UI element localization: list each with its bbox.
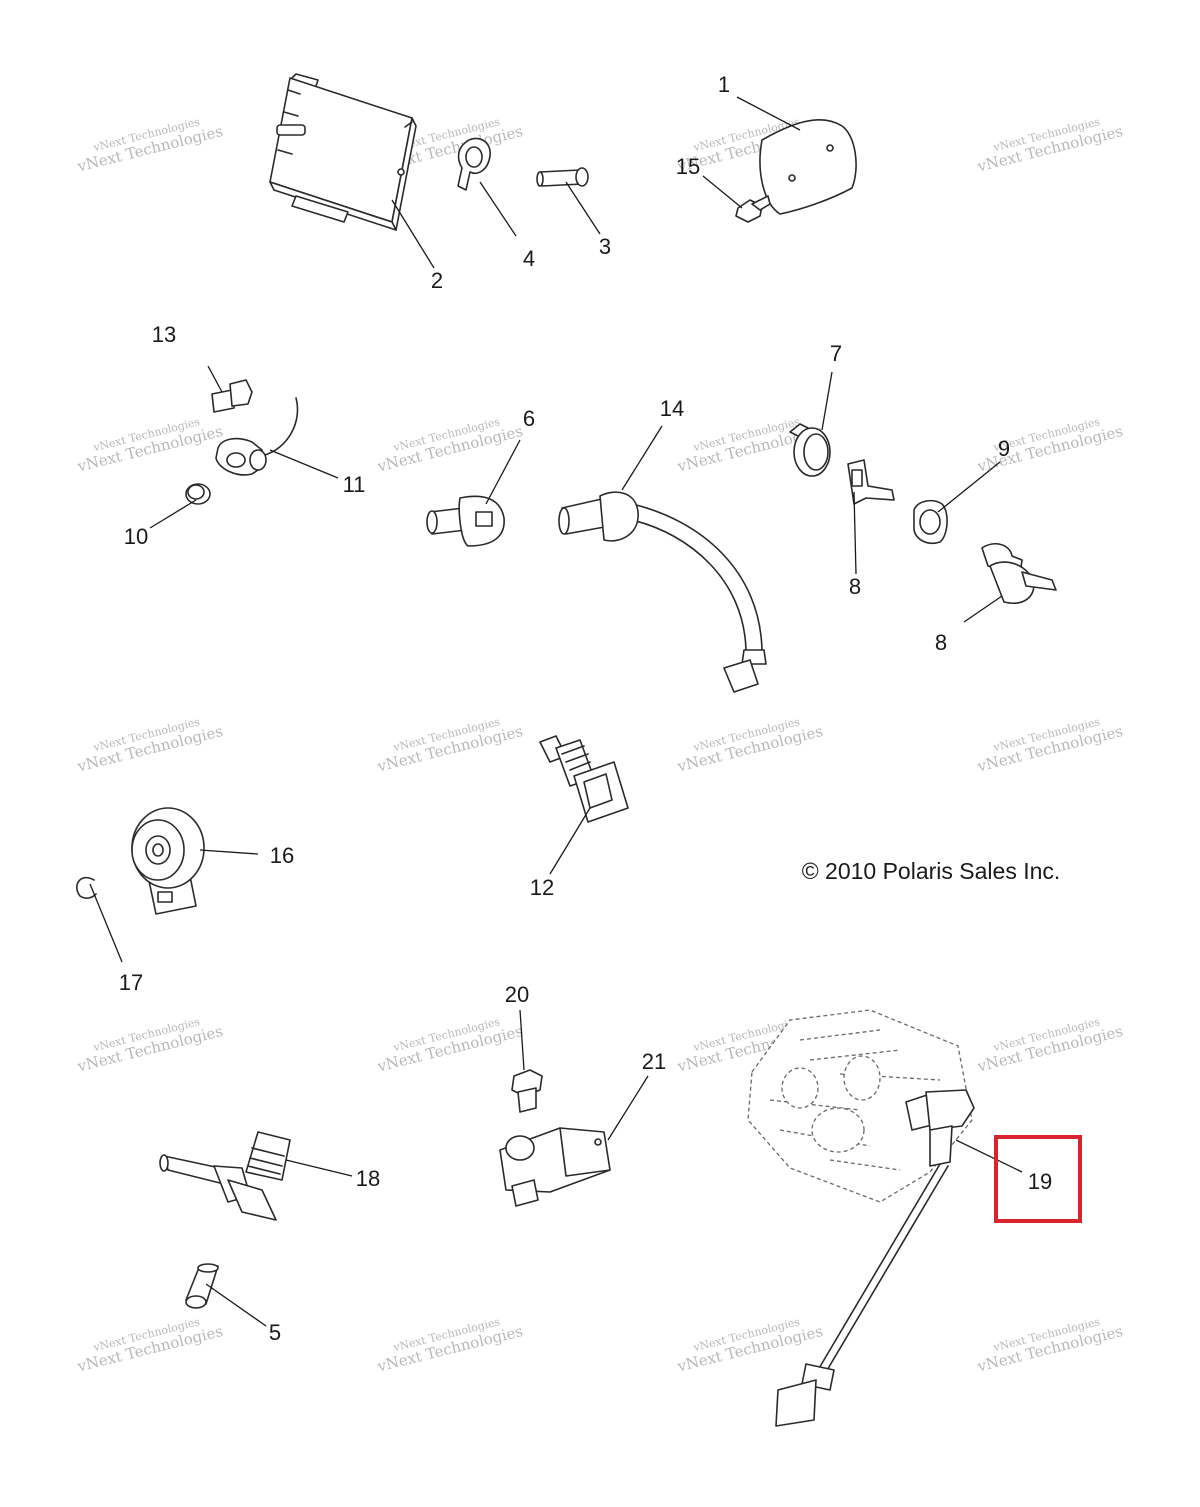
part-14-sensor-cable[interactable] [558,491,767,693]
callout-9: 9 [998,436,1010,461]
part-4-clip[interactable] [457,137,491,191]
callout-1: 1 [718,72,730,97]
callout-13: 13 [152,322,176,347]
callout-12: 12 [530,875,554,900]
part-8-sensor[interactable] [981,543,1057,604]
callout-14: 14 [660,396,684,421]
callout-3: 3 [599,234,611,259]
part-9-nut[interactable] [913,499,948,545]
part-21-map-sensor[interactable] [499,1127,611,1207]
part-6-plug[interactable] [426,495,505,547]
part-18-sensor[interactable] [159,1131,291,1221]
part-1-module[interactable] [759,119,857,215]
part-3-pin[interactable] [536,167,589,187]
callout-7: 7 [830,341,842,366]
callout-8-bracket: 8 [849,574,861,599]
callout-21: 21 [642,1049,666,1074]
callouts: 1 15 2 4 3 13 11 10 6 14 7 9 8 8 16 17 1… [119,72,1052,1345]
part-10-cap[interactable] [185,483,211,505]
part-19-assembly[interactable] [747,1009,975,1427]
callout-11: 11 [343,472,366,497]
callout-5: 5 [269,1320,281,1345]
part-11-sensor[interactable] [215,397,299,476]
callout-4: 4 [523,246,535,271]
part-5-pin[interactable] [185,1263,219,1309]
part-7-cap[interactable] [789,423,831,477]
part-20-bolt[interactable] [511,1069,543,1113]
leader-lines [89,96,1023,1327]
callout-10: 10 [124,524,148,549]
part-12-temp-sensor[interactable] [539,735,629,823]
callout-16: 16 [270,843,294,868]
part-8-bracket[interactable] [847,459,895,505]
part-2-ecu[interactable] [269,73,417,231]
callout-19: 19 [1028,1169,1052,1194]
callout-15: 15 [676,154,700,179]
callout-6: 6 [523,406,535,431]
part-16-knock-sensor[interactable] [131,807,205,915]
callout-8-sensor: 8 [935,630,947,655]
part-13-bolt[interactable] [211,379,253,413]
callout-18: 18 [356,1166,380,1191]
callout-17: 17 [119,970,143,995]
highlight-box-19 [994,1135,1082,1223]
callout-20: 20 [505,982,529,1007]
callout-2: 2 [431,268,443,293]
part-17-clip[interactable] [76,876,97,899]
copyright-text: © 2010 Polaris Sales Inc. [802,858,1061,884]
part-15-screw[interactable] [735,195,771,223]
